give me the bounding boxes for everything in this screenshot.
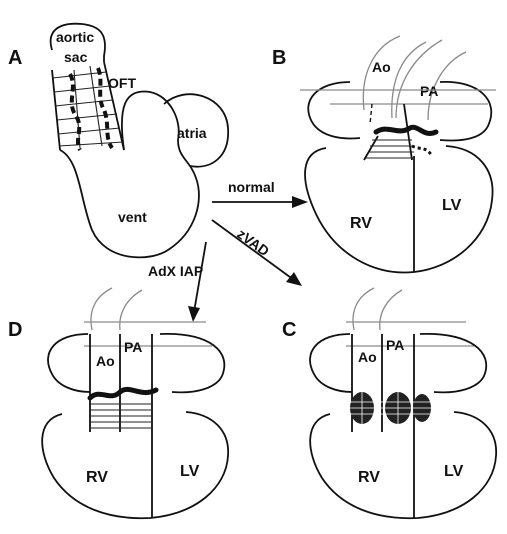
oft-label: OFT [108, 75, 136, 91]
panel-d-vessels [91, 288, 142, 330]
panel-b-ventricle-outline [305, 146, 493, 273]
panel-c-cushions [350, 392, 434, 424]
vent-label: vent [118, 209, 147, 225]
panel-c-lv-label: LV [444, 463, 464, 480]
arrow-zvad-label: zVAD [234, 225, 272, 259]
aortic-sac-label-line2: sac [64, 49, 88, 65]
panel-d-pa-label: PA [124, 339, 142, 355]
panel-b-dash-left [370, 104, 372, 124]
panel-b-letter: B [272, 47, 286, 69]
panel-b-rv-label: RV [350, 215, 372, 232]
panel-d-lv-label: LV [180, 463, 200, 480]
arrow-normal-label: normal [228, 179, 275, 195]
panel-c-pa-label: PA [386, 337, 404, 353]
arrow-zvad-head [286, 272, 302, 286]
panel-d-right-atrium [48, 334, 90, 392]
arrow-adx-label: AdX IAP [148, 263, 203, 279]
atria-label: atria [177, 125, 207, 141]
pulmonary-vessel [396, 40, 466, 120]
panel-b-lv-label: LV [442, 197, 462, 214]
panel-c-letter: C [282, 319, 296, 341]
panel-d-septum-lines [90, 404, 152, 428]
panel-b-cushion-dots [412, 146, 432, 156]
arrow-normal-head [292, 196, 308, 208]
panel-d-ao-label: Ao [96, 353, 115, 369]
panel-b-cushion-ridge [376, 127, 436, 133]
panel-a-letter: A [8, 47, 22, 69]
panel-c-vessels [353, 288, 402, 330]
panel-d-letter: D [8, 319, 22, 341]
aortic-sac-label-line1: aortic [56, 29, 94, 45]
panel-b-pa-label: PA [420, 83, 438, 99]
panel-c-right-atrium [310, 334, 352, 392]
panel-c-ventricle-outline [310, 412, 496, 518]
arrow-adx-head [188, 306, 200, 322]
panel-d-cushion-ridge [90, 389, 156, 398]
aorta-vessel [363, 36, 426, 118]
panel-d-outflow-walls [90, 334, 152, 432]
transition-arrows: normal zVAD AdX IAP [148, 179, 308, 322]
panel-c-ao-label: Ao [358, 349, 377, 365]
panel-c-left-atrium [420, 334, 486, 393]
panel-d-left-atrium [160, 334, 224, 393]
heart-tube-outline [60, 91, 199, 257]
panel-c: C Ao PA RV LV [282, 288, 496, 518]
panel-b-left-atrium [440, 82, 491, 141]
panel-a: A aortic sac OFT atria vent [8, 24, 228, 258]
panel-d-rv-label: RV [86, 469, 108, 486]
panel-c-rv-label: RV [358, 469, 380, 486]
panel-d: D Ao PA RV LV [8, 288, 228, 518]
panel-b: B Ao PA RV LV [272, 36, 496, 273]
panel-b-ao-label: Ao [372, 59, 391, 75]
